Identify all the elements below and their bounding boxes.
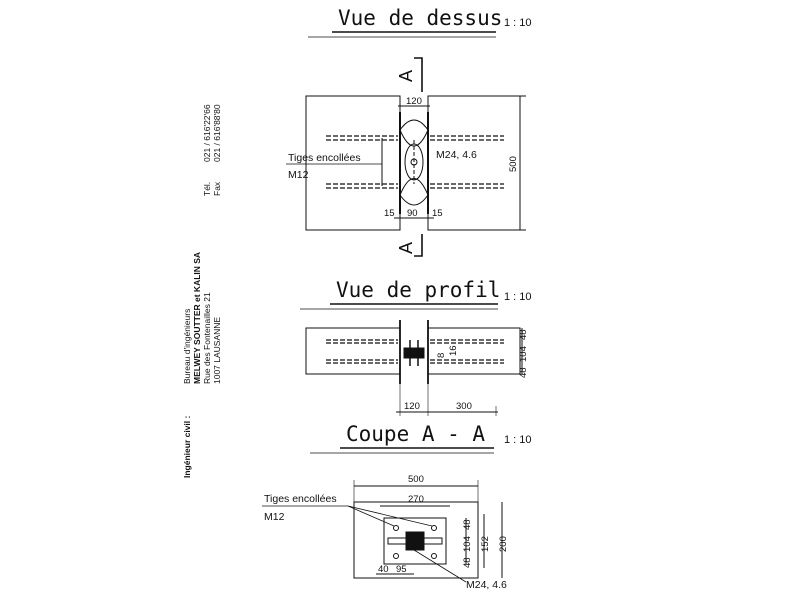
section-label-bolt: M24, 4.6 [466,579,507,591]
section-marker-top [414,57,423,92]
title-top-view: Vue de dessus [338,6,502,30]
title-section-view: Coupe A - A [346,422,485,446]
scale-section-view: 1 : 10 [504,434,532,446]
top-x-pattern2 [399,119,429,206]
sidebar-fax-label: Fax [212,181,222,196]
profile-dim-120: 120 [404,401,420,412]
section-beam-outline [353,501,479,579]
profile-dim-300: 300 [456,401,472,412]
sidebar-role: Ingénieur civil : [182,415,192,478]
profile-dim-16: 16 [448,345,459,356]
section-dim-40: 40 [378,564,389,575]
profile-right-beam [427,327,521,375]
section-dim-104: 104 [462,536,473,552]
sidebar-tel-value: 021 / 616'22'66 [202,104,212,162]
section-dim-152: 152 [480,536,491,552]
section-label-m12: M12 [264,511,285,523]
dim-15-left: 15 [384,208,395,219]
scale-profile-view: 1 : 10 [504,291,532,303]
scale-top-view: 1 : 10 [504,17,532,29]
section-dim-200: 200 [498,536,509,552]
sidebar-firm-line2: MELWEY SOUTTER et KALIN SA [192,252,202,384]
section-label-top: A [396,70,416,82]
profile-bolt [403,347,425,359]
sidebar-firm-line1: Bureau d'ingénieurs [182,309,192,384]
section-dim-500: 500 [408,474,424,485]
section-bolt [405,531,425,551]
sidebar-firm-info: Ingénieur civil : Bureau d'ingénieurs ME… [182,104,222,478]
label-m12-top: M12 [288,169,309,181]
dim-15-right: 15 [432,208,443,219]
section-marker-bottom [414,234,423,257]
section-view: 500 270 48 104 48 152 200 40 95 Tiges en… [262,474,509,591]
dim-500-right: 500 [508,156,519,172]
section-dim-48-bot: 48 [462,557,473,568]
section-core [383,517,447,565]
label-bolt-top: M24, 4.6 [436,149,477,161]
sidebar-firm-line4: 1007 LAUSANNE [212,317,222,384]
section-label-bottom: A [396,242,416,254]
top-rods [326,135,504,189]
section-dim-95: 95 [396,564,407,575]
section-dim-270: 270 [408,494,424,505]
profile-dim-104: 104 [518,346,529,362]
section-dim-48-top: 48 [462,519,473,530]
profile-view: 48 104 48 8 16 120 300 [305,320,529,416]
title-profile-view: Vue de profil [336,278,500,302]
profile-dim-48-top: 48 [518,329,529,340]
dim-90: 90 [407,208,418,219]
sidebar-fax-value: 021 / 616'88'80 [212,104,222,162]
label-rods-top: Tiges encollées [288,152,361,164]
profile-dim-8: 8 [436,353,447,358]
profile-dim-48-bot: 48 [518,367,529,378]
dim-120-top: 120 [406,96,422,107]
section-label-rods: Tiges encollées [264,493,337,505]
top-x-pattern [399,129,429,196]
profile-left-beam [305,327,401,375]
sidebar-firm-line3: Rue des Fontenailles 21 [202,292,212,384]
sidebar-tel-label: Tél. [202,182,212,196]
profile-rods [326,339,504,364]
top-view: A A 120 500 15 90 15 Tiges encollées M12… [286,57,526,257]
